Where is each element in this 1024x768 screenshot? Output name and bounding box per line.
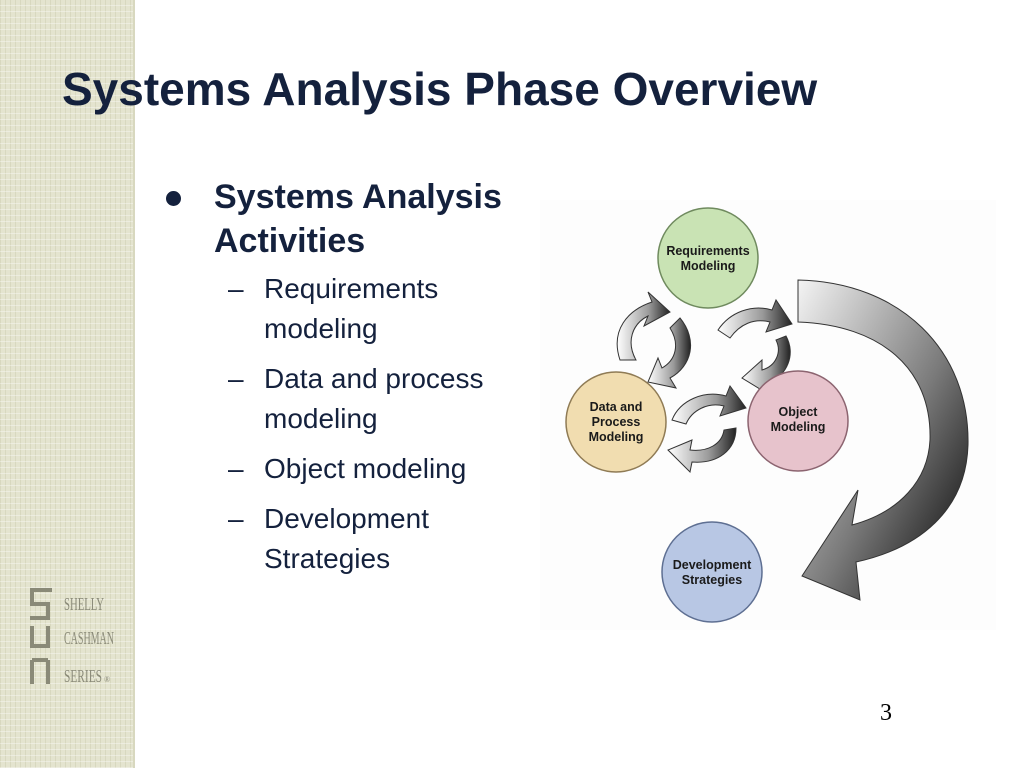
bullet-list: Systems Analysis Activities –Requirement… <box>162 175 542 589</box>
decorative-sidebar <box>0 0 135 768</box>
sub-bullet: –Development Strategies <box>228 503 429 574</box>
sub-bullet-text: Data and process modeling <box>264 363 484 434</box>
object-label-line1: Object <box>779 405 819 419</box>
logo-line2: CASHMAN <box>64 628 114 648</box>
sub-bullet: –Object modeling <box>228 453 467 484</box>
object-modeling-circle <box>747 370 849 472</box>
development-label-line1: Development <box>673 558 752 572</box>
sub-bullet: –Data and process modeling <box>228 363 484 434</box>
sub-bullet-text: Development Strategies <box>264 503 429 574</box>
main-bullet-text: Systems Analysis Activities <box>214 178 502 260</box>
sub-bullet-text: Object modeling <box>264 453 467 484</box>
systems-analysis-diagram: Requirements Modeling Data and Process M… <box>540 200 996 630</box>
requirements-label-line1: Requirements <box>666 244 749 258</box>
requirements-label-line2: Modeling <box>681 259 736 273</box>
sub-bullet: –Requirements modeling <box>228 273 439 344</box>
data-process-modeling-circle <box>565 371 667 473</box>
logo-line3: SERIES <box>64 666 102 686</box>
requirements-modeling-circle <box>657 207 759 309</box>
logo-registered-mark: ® <box>104 675 110 684</box>
logo-line1: SHELLY <box>64 594 104 614</box>
sub-bullet-text: Requirements modeling <box>264 273 439 344</box>
development-label-line2: Strategies <box>682 573 742 587</box>
return-arrow-icon <box>797 279 969 601</box>
development-strategies-circle <box>661 521 763 623</box>
main-bullet: Systems Analysis Activities <box>162 175 542 263</box>
slide-title: Systems Analysis Phase Overview <box>62 63 818 115</box>
page-number: 3 <box>880 700 892 726</box>
shelly-cashman-logo: SHELLY CASHMAN SERIES ® <box>30 588 114 686</box>
data-process-label-line1: Data and <box>590 400 643 414</box>
sub-bullet-list: –Requirements modeling –Data and process… <box>162 269 542 579</box>
data-process-label-line3: Modeling <box>589 430 644 444</box>
data-process-label-line2: Process <box>592 415 641 429</box>
cycle-arrows-left-icon <box>616 291 691 389</box>
bullet-dot-icon <box>166 191 181 206</box>
cycle-arrows-right-icon <box>717 298 793 396</box>
object-label-line2: Modeling <box>771 420 826 434</box>
cycle-arrows-bottom-icon <box>667 384 747 474</box>
